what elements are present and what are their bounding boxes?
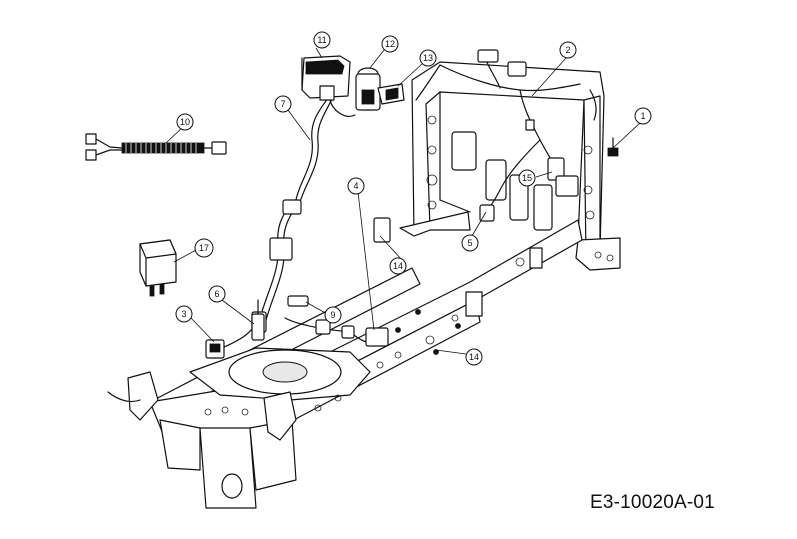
callout-label: 6: [214, 289, 219, 299]
callout-markers: 1 2 3 4 5 6 7 9 10: [165, 31, 652, 366]
part-17-relay: [139, 239, 177, 297]
main-chassis-frame: [149, 219, 583, 509]
callout-label: 14: [469, 352, 479, 362]
callout-12: 12: [381, 35, 399, 53]
callout-11: 11: [313, 31, 331, 49]
part-9-clip: [287, 295, 309, 307]
callout-9: 9: [324, 306, 342, 324]
callout-4: 4: [347, 177, 365, 195]
part-11-plug-housing: [301, 55, 351, 101]
part-3-seat-switch: [205, 339, 225, 359]
front-brackets: [107, 309, 461, 441]
callout-13: 13: [419, 49, 437, 67]
callout-3: 3: [175, 305, 193, 323]
callout-label: 4: [353, 181, 358, 191]
callout-label: 11: [317, 35, 326, 45]
part-1-screw: [607, 137, 619, 157]
callout-2: 2: [559, 41, 577, 59]
callout-label: 10: [180, 117, 190, 127]
callout-5: 5: [461, 234, 479, 252]
drawing-reference-code: E3-10020A-01: [590, 492, 715, 513]
callout-label: 1: [640, 111, 645, 121]
callout-15: 15: [518, 169, 536, 187]
callout-label: 15: [522, 173, 532, 183]
callout-7: 7: [274, 95, 292, 113]
callout-label: 13: [423, 53, 433, 63]
callout-label: 12: [385, 39, 395, 49]
callout-1: 1: [634, 107, 652, 125]
rear-frame-tower: [399, 61, 621, 271]
callout-label: 3: [181, 309, 186, 319]
callout-label: 14: [393, 261, 403, 271]
callout-label: 5: [467, 238, 472, 248]
part-13-switch-plate: [377, 83, 405, 105]
part-10-cable-assembly: [85, 133, 227, 161]
callout-10: 10: [176, 113, 194, 131]
callout-14-lower: 14: [465, 348, 483, 366]
callout-label: 2: [565, 45, 570, 55]
part-4-bracket: [365, 217, 391, 347]
callout-label: 7: [280, 99, 285, 109]
callout-17: 17: [194, 238, 214, 258]
callout-6: 6: [208, 285, 226, 303]
callout-14-upper: 14: [389, 257, 407, 275]
part-6-interlock-switch: [251, 299, 265, 341]
callout-label: 17: [199, 243, 209, 253]
callout-label: 9: [330, 310, 335, 320]
part-12-ignition-switch: [355, 67, 381, 111]
